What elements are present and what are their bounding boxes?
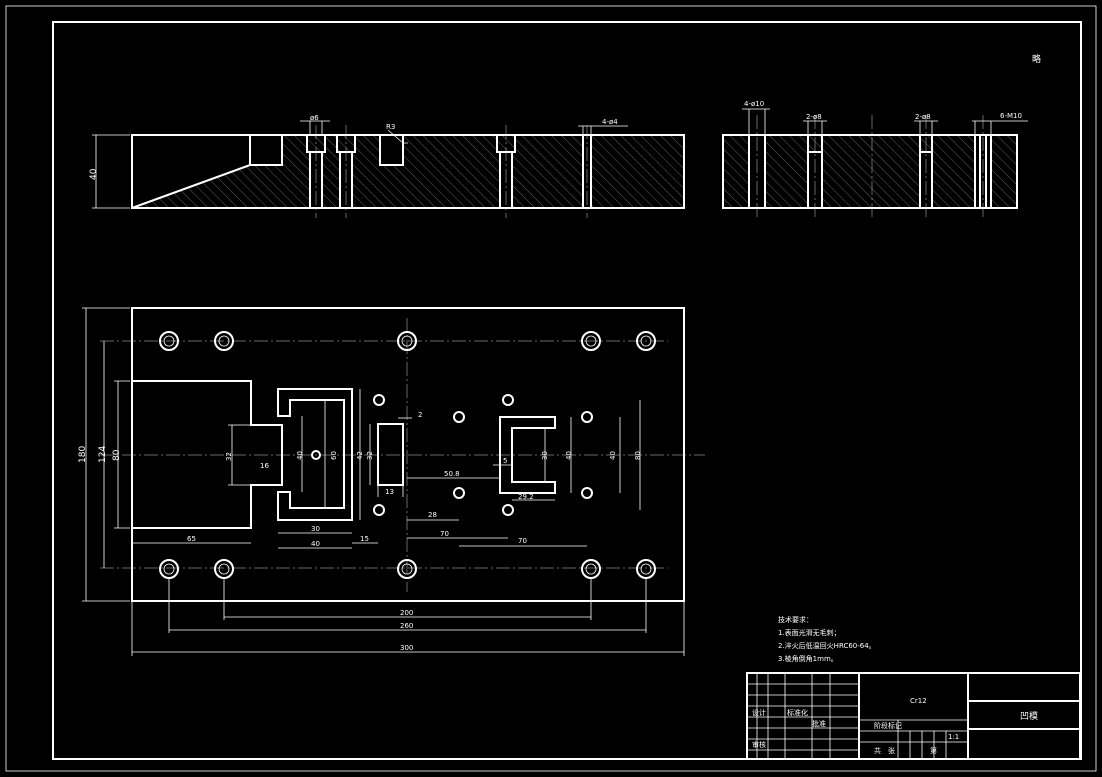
dim-w30: 30 [311, 525, 320, 533]
dim-w70a: 70 [440, 530, 449, 538]
dim-w28: 28 [428, 511, 437, 519]
dim-d50-8: 50.8 [444, 470, 460, 478]
notes-line2: 2.淬火后低温回火HRC60-64。 [778, 641, 876, 650]
sheet-inner-border [52, 21, 1082, 760]
dim-dowel-b: 2-ø8 [915, 113, 931, 121]
dim-w65: 65 [187, 535, 196, 543]
tb-label-design: 设计 [752, 708, 766, 717]
technical-notes: 技术要求： 1.表面光滑无毛刺； 2.淬火后低温回火HRC60-64。 3.棱角… [778, 615, 876, 663]
dim-w13: 13 [385, 488, 394, 496]
tb-label-num: 第 [930, 746, 937, 755]
dim-v30: 30 [541, 451, 549, 460]
tb-scale: 1:1 [948, 733, 959, 741]
dim-radius: R3 [386, 123, 395, 131]
tb-label-check: 审核 [752, 740, 766, 749]
tb-material: Cr12 [910, 697, 927, 705]
plan-view: 180 124 80 32 16 40 60 42 32 2 13 50.8 5… [78, 307, 705, 656]
dim-v80: 80 [634, 451, 642, 460]
dim-d5: 5 [503, 457, 507, 465]
dim-gap2: 2 [418, 411, 422, 419]
dim-w200: 200 [400, 609, 413, 617]
dim-overall-height: 180 [78, 446, 88, 463]
dim-v40a: 40 [296, 451, 304, 460]
dim-hole-dia: ø6 [310, 114, 319, 122]
dim-threads: 6-M10 [1000, 112, 1022, 120]
tb-label-approve: 批准 [812, 719, 826, 728]
dim-bolt-holes: 4-ø10 [744, 100, 764, 108]
dim-d29-2: 29.2 [518, 493, 534, 501]
dim-v32: 32 [225, 452, 233, 461]
dim-h124: 124 [98, 446, 108, 463]
dim-pin-holes: 4-ø4 [602, 118, 618, 126]
dim-v40c: 40 [609, 451, 617, 460]
dim-v42: 42 [356, 451, 364, 460]
bolt-holes [159, 331, 656, 579]
tb-part-name: 凹模 [1020, 711, 1038, 722]
notes-title: 技术要求： [778, 615, 813, 624]
tb-label-standard: 标准化 [787, 708, 808, 717]
dim-w40: 40 [311, 540, 320, 548]
dim-w15: 15 [360, 535, 369, 543]
corner-mark: 略 [1032, 53, 1041, 65]
front-section-view: 40 ø6 R3 4-ø4 [89, 114, 685, 218]
dim-v32b: 32 [366, 451, 374, 460]
dim-w260: 260 [400, 622, 413, 630]
notes-line1: 1.表面光滑无毛刺； [778, 628, 841, 637]
tb-label-sheets: 张 [888, 746, 895, 755]
dim-dowel-a: 2-ø8 [806, 113, 822, 121]
dim-h16: 16 [260, 462, 269, 470]
dim-w70b: 70 [518, 537, 527, 545]
title-block: Cr12 凹模 1:1 设计 标准化 批准 审核 阶段标记 共 张 第 [746, 672, 1081, 760]
dim-height: 40 [89, 168, 99, 180]
dim-h80: 80 [112, 449, 122, 461]
tb-label-stage: 阶段标记 [874, 721, 902, 730]
tb-label-total: 共 [874, 746, 881, 755]
notes-line3: 3.棱角倒角1mm。 [778, 654, 838, 663]
sheet-outer-border [5, 5, 1097, 772]
side-section-view: 4-ø10 2-ø8 2-ø8 6-M10 [722, 100, 1028, 220]
dim-v60a: 60 [330, 451, 338, 460]
dim-w300: 300 [400, 644, 413, 652]
dim-v40b: 40 [565, 451, 573, 460]
